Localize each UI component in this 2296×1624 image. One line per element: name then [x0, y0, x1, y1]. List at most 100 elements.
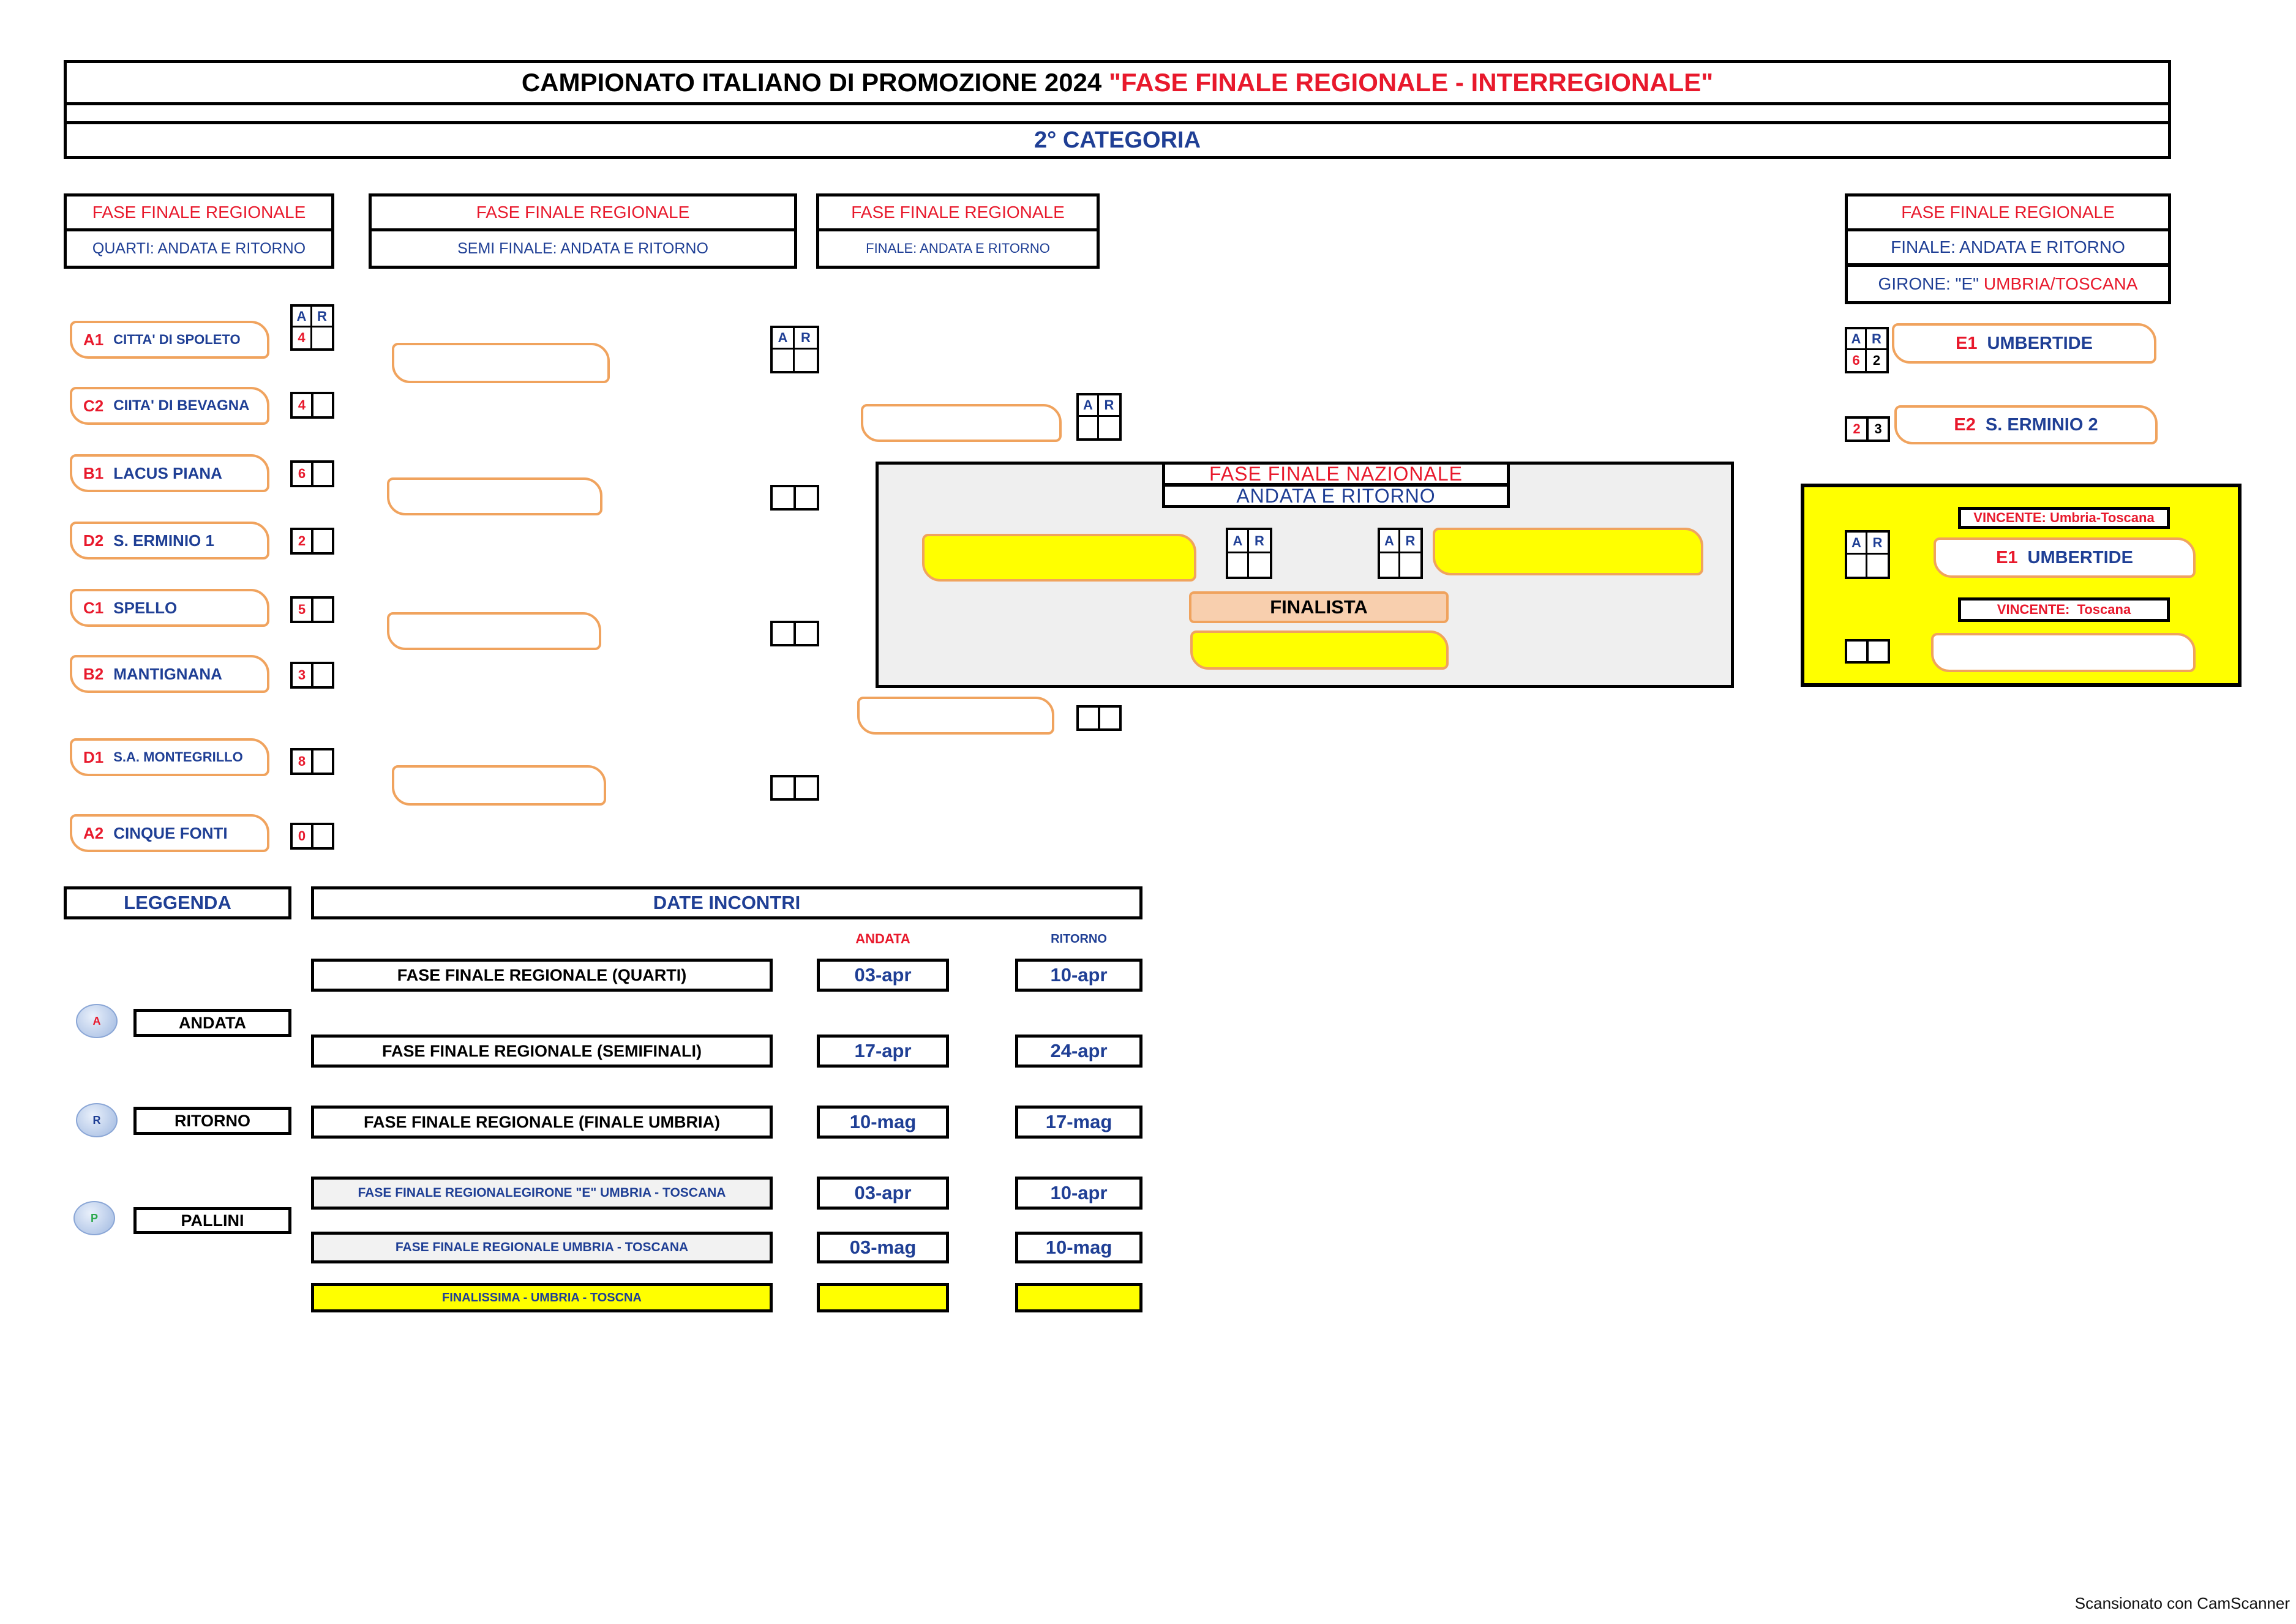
team-code: D1 — [83, 747, 104, 766]
dates-title: DATE INCONTRI — [311, 886, 1142, 919]
score-empty — [795, 350, 817, 371]
nazionale-slot-left — [922, 534, 1196, 582]
score-e1-r: 2 — [1872, 353, 1881, 368]
score-d1: 8 — [293, 750, 313, 773]
ar-label-r: R — [795, 328, 817, 350]
legend-pallini: PALLINI — [133, 1207, 291, 1234]
legend-dot-label: R — [92, 1113, 101, 1126]
date-girone-e-andata: 03-apr — [817, 1177, 949, 1210]
girone-label: GIRONE: "E" — [1878, 274, 1984, 293]
team-d2: D2 S. ERMINIO 1 — [70, 522, 269, 559]
team-name: CIITA' DI BEVAGNA — [113, 397, 250, 414]
team-code: B2 — [83, 664, 104, 683]
score-box-d2: 2 — [290, 528, 334, 555]
ar-label-a: A — [1228, 530, 1249, 553]
ar-score-semi-1: A R — [770, 326, 819, 373]
finale-header-line1: FASE FINALE REGIONALE — [816, 193, 1100, 231]
date-finale-umbria-ritorno: 17-mag — [1015, 1106, 1142, 1139]
team-name: UMBERTIDE — [2027, 547, 2133, 567]
vincente-umbria-toscana-label: VINCENTE: Umbria-Toscana — [1958, 507, 2170, 529]
legend-dot-andata: A — [76, 1004, 118, 1038]
phase-quarti: FASE FINALE REGIONALE (QUARTI) — [311, 959, 773, 992]
semi-slot-3 — [387, 612, 601, 650]
score-b2: 3 — [293, 664, 313, 686]
team-name: MANTIGNANA — [113, 664, 222, 683]
score-empty — [796, 777, 817, 798]
score-box-final-2 — [1076, 705, 1122, 731]
phase-girone-e: FASE FINALE REGIONALEGIRONE "E" UMBRIA -… — [311, 1177, 773, 1210]
ar-score-e1: A R 6 2 — [1845, 327, 1889, 373]
score-empty — [796, 623, 817, 644]
team-name: CINQUE FONTI — [113, 823, 228, 842]
girone-region: UMBRIA/TOSCANA — [1983, 274, 2138, 293]
ar-label-r: R — [1867, 329, 1886, 350]
team-b1: B1 LACUS PIANA — [70, 454, 269, 492]
ar-score-vincente: A R — [1845, 530, 1890, 579]
score-empty — [313, 599, 332, 621]
score-box-semi-4 — [770, 775, 819, 801]
date-quarti-ritorno: 10-apr — [1015, 959, 1142, 992]
score-a1: 4 — [293, 327, 312, 348]
team-code: C2 — [83, 396, 104, 415]
finalista-label: FINALISTA — [1189, 591, 1449, 623]
ar-label-r: R — [1400, 530, 1420, 553]
finalista-slot — [1190, 631, 1449, 670]
score-d2: 2 — [293, 530, 313, 552]
date-umbria-toscana-ritorno: 10-mag — [1015, 1232, 1142, 1263]
team-code: A1 — [83, 330, 104, 349]
score-box-vincente-2 — [1845, 639, 1890, 664]
nazionale-slot-right — [1433, 528, 1703, 575]
title-red: "FASE FINALE REGIONALE - INTERREGIONALE" — [1108, 68, 1714, 97]
score-e2-a: 2 — [1847, 419, 1869, 440]
score-empty — [1847, 642, 1869, 661]
girone-header-line3: GIRONE: "E" UMBRIA/TOSCANA — [1845, 264, 2171, 304]
semi-header-line2: SEMI FINALE: ANDATA E RITORNO — [369, 228, 797, 269]
semi-header-line1: FASE FINALE REGIONALE — [369, 193, 797, 231]
score-box-d1: 8 — [290, 748, 334, 775]
legend-dot-ritorno: R — [76, 1103, 118, 1137]
score-empty — [1099, 417, 1119, 438]
score-empty — [1079, 708, 1100, 728]
final-slot-1 — [861, 404, 1062, 442]
andata-column-label: ANDATA — [855, 931, 910, 946]
team-e2: E2 S. ERMINIO 2 — [1894, 405, 2158, 444]
score-a2: 0 — [293, 825, 313, 847]
team-name: LACUS PIANA — [113, 463, 222, 482]
score-box-c1: 5 — [290, 596, 334, 623]
score-empty — [796, 487, 817, 508]
score-empty — [313, 394, 332, 416]
legend-title: LEGGENDA — [64, 886, 291, 919]
title-black: CAMPIONATO ITALIANO DI PROMOZIONE 2024 — [521, 68, 1109, 97]
score-empty — [1228, 553, 1249, 577]
ar-label-a: A — [1079, 395, 1099, 417]
score-empty — [313, 463, 332, 485]
ar-label-r: R — [1867, 533, 1888, 555]
vincente-slot-2 — [1931, 633, 2196, 672]
score-empty — [1867, 555, 1888, 577]
team-code: A2 — [83, 823, 104, 842]
team-code: E1 — [1956, 333, 1978, 353]
nazionale-title: FASE FINALE NAZIONALE — [1162, 462, 1510, 486]
score-empty — [312, 327, 332, 348]
team-code: E2 — [1954, 414, 1976, 435]
date-umbria-toscana-andata: 03-mag — [817, 1232, 949, 1263]
ar-label-r: R — [1099, 395, 1119, 417]
phase-umbria-toscana: FASE FINALE REGIONALE UMBRIA - TOSCANA — [311, 1232, 773, 1263]
ar-score-naz-right: A R — [1378, 528, 1423, 579]
legend-ritorno: RITORNO — [133, 1107, 291, 1135]
score-b1: 6 — [293, 463, 313, 485]
team-name: CITTA' DI SPOLETO — [113, 332, 241, 347]
quarti-header-line1: FASE FINALE REGIONALE — [64, 193, 334, 231]
score-empty — [1869, 642, 1888, 661]
score-e1-a: 6 — [1847, 350, 1867, 371]
main-title: CAMPIONATO ITALIANO DI PROMOZIONE 2024 "… — [64, 60, 2171, 105]
score-empty — [1079, 417, 1099, 438]
legend-dot-label: P — [90, 1211, 98, 1224]
semi-slot-4 — [392, 765, 606, 806]
score-empty — [773, 487, 796, 508]
phase-semifinali: FASE FINALE REGIONALE (SEMIFINALI) — [311, 1035, 773, 1068]
score-box-b2: 3 — [290, 662, 334, 689]
ar-label-r: R — [312, 307, 332, 327]
ar-score-final-1: A R — [1076, 393, 1122, 441]
score-empty — [773, 777, 796, 798]
